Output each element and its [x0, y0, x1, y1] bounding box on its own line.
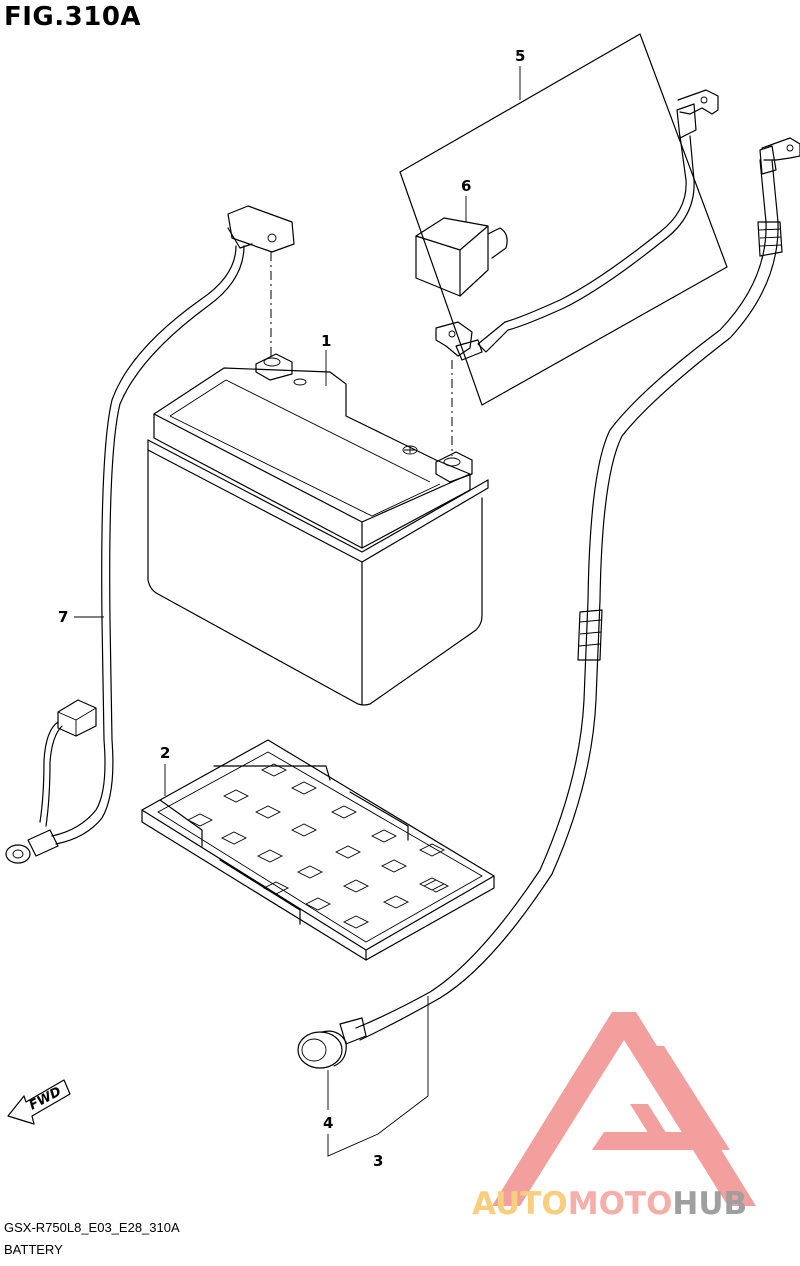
- part-7-negative-lead: [5, 205, 295, 864]
- part-1-battery: [147, 353, 489, 706]
- fwd-arrow: FWD: [7, 1079, 71, 1125]
- logo-word-hub: HUB: [672, 1186, 747, 1222]
- logo-wordmark: AUTOMOTOHUB: [472, 1186, 747, 1222]
- callout-2: 2: [160, 744, 170, 762]
- callout-1: 1: [321, 332, 331, 350]
- logo-word-moto: MOTO: [568, 1186, 673, 1222]
- callout-5: 5: [515, 47, 525, 65]
- part-3-ground-cable: [355, 137, 800, 1041]
- model-code: GSX-R750L8_E03_E28_310A: [4, 1220, 180, 1235]
- callout-3: 3: [373, 1152, 383, 1170]
- part-4-cable-end-cap: [297, 1017, 367, 1069]
- fwd-label: FWD: [27, 1084, 64, 1113]
- callout-leaders: [74, 66, 521, 1157]
- part-2-battery-tray: [141, 739, 495, 961]
- part-5-positive-cable: [435, 89, 719, 361]
- logo-word-auto: AUTO: [472, 1186, 568, 1222]
- part-6-terminal-cover: [415, 217, 508, 297]
- section-name: BATTERY: [4, 1242, 63, 1257]
- callout-7: 7: [58, 608, 68, 626]
- logo-triangle-mark: [492, 1012, 756, 1206]
- callout-4: 4: [323, 1114, 333, 1132]
- figure-title: FIG.310A: [4, 2, 142, 32]
- automotohub-logo: AUTOMOTOHUB: [472, 1012, 756, 1222]
- part-5-panel: [399, 33, 728, 406]
- callout-6: 6: [461, 177, 471, 195]
